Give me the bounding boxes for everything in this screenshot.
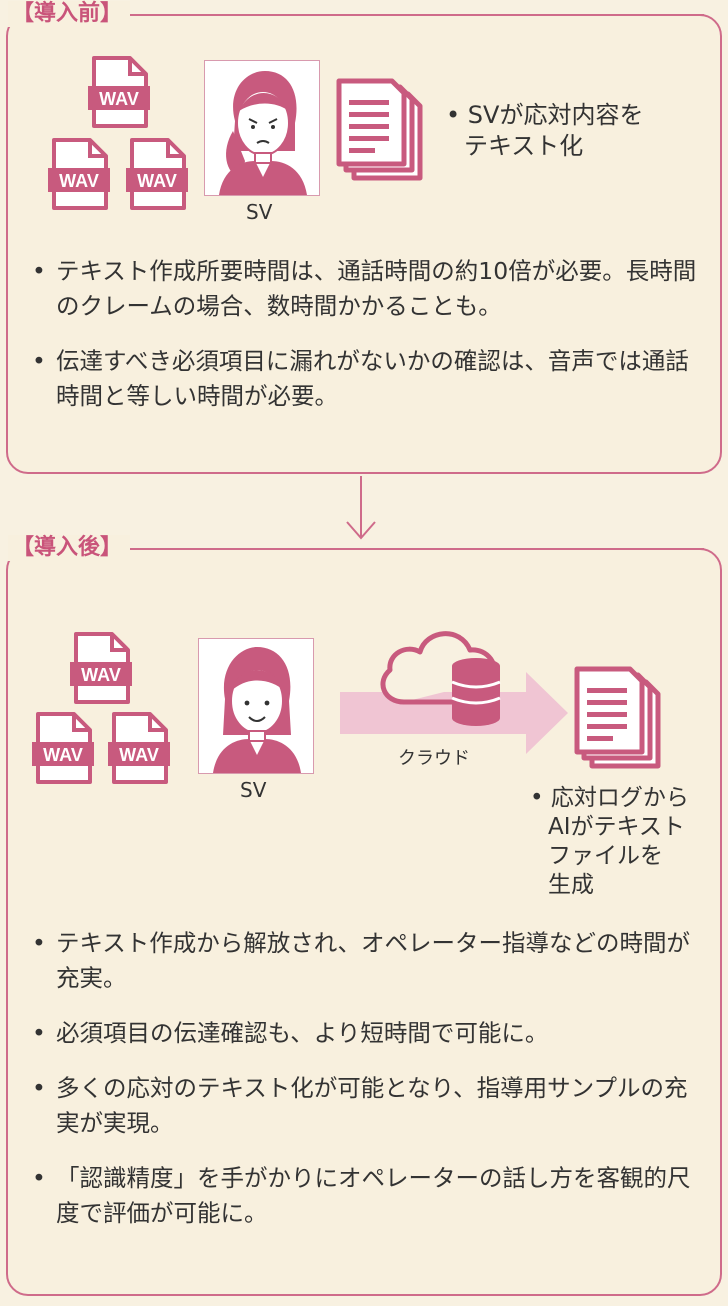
down-arrow-icon (344, 476, 378, 546)
sv-avatar-worried (204, 60, 320, 196)
before-bullet-list: テキスト作成所要時間は、通話時間の約10倍が必要。長時間のクレームの場合、数時間… (30, 254, 700, 434)
after-note-line: ファイルを (548, 843, 663, 869)
after-note: • 応対ログから AIがテキスト ファイルを 生成 (530, 785, 689, 898)
sv-caption: SV (240, 778, 267, 802)
before-note-line: テキスト化 (464, 132, 584, 160)
cloud-caption: クラウド (398, 748, 470, 769)
wav-label: WAV (137, 171, 177, 191)
wav-label: WAV (81, 665, 121, 685)
after-note-line: AIがテキスト (548, 814, 685, 840)
after-bullet-list: テキスト作成から解放され、オペレーター指導などの時間が充実。 必須項目の伝達確認… (30, 926, 700, 1251)
before-note-line: SVが応対内容を (467, 101, 644, 129)
after-bullet: 多くの応対のテキスト化が可能となり、指導用サンプルの充実が実現。 (30, 1071, 700, 1141)
wav-file-icon: WAV (88, 56, 150, 132)
after-note-line: 応対ログから (550, 785, 689, 811)
wav-label: WAV (99, 89, 139, 109)
wav-label: WAV (43, 745, 83, 765)
wav-file-icon: WAV (126, 138, 188, 214)
documents-icon (336, 78, 426, 186)
wav-label: WAV (119, 745, 159, 765)
after-note-line: 生成 (548, 872, 594, 898)
before-title-rule (124, 14, 704, 16)
after-section-title: 【導入後】 (8, 535, 131, 561)
wav-label: WAV (59, 171, 99, 191)
sv-avatar-smiling (198, 638, 314, 774)
before-section-title: 【導入前】 (8, 1, 131, 27)
before-bullet: テキスト作成所要時間は、通話時間の約10倍が必要。長時間のクレームの場合、数時間… (30, 254, 700, 324)
after-title-rule (124, 548, 704, 550)
documents-icon (574, 666, 664, 774)
before-bullet: 伝達すべき必須項目に漏れがないかの確認は、音声では通話時間と等しい時間が必要。 (30, 344, 700, 414)
wav-file-icon: WAV (32, 712, 94, 788)
sv-caption: SV (246, 200, 273, 224)
cloud-database-icon (370, 618, 510, 732)
after-bullet: テキスト作成から解放され、オペレーター指導などの時間が充実。 (30, 926, 700, 996)
before-note: • SVが応対内容を テキスト化 (446, 101, 644, 160)
wav-file-icon: WAV (70, 632, 132, 708)
wav-file-icon: WAV (108, 712, 170, 788)
wav-file-icon: WAV (48, 138, 110, 214)
after-bullet: 「認識精度」を手がかりにオペレーターの話し方を客観的尺度で評価が可能に。 (30, 1161, 700, 1231)
after-bullet: 必須項目の伝達確認も、より短時間で可能に。 (30, 1016, 700, 1051)
